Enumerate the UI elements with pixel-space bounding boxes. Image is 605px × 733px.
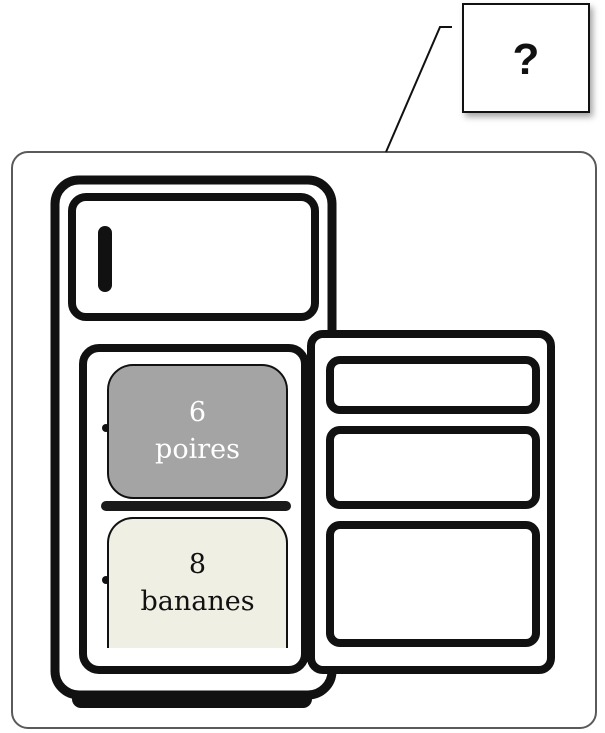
bananas-label: bananes — [140, 585, 255, 617]
bananas-bin: 8 bananes — [107, 517, 288, 648]
freezer-handle — [98, 226, 112, 292]
door-shelf-bottom — [326, 521, 540, 647]
door-shelf-top — [326, 356, 540, 414]
pears-quantity: 6 — [188, 397, 207, 429]
question-mark: ? — [512, 35, 540, 84]
callout-leader-line — [385, 26, 452, 153]
fridge-shelf — [101, 501, 291, 511]
pears-label: poires — [155, 433, 240, 465]
bananas-quantity: 8 — [188, 549, 207, 581]
outer-frame — [11, 151, 597, 729]
question-callout: ? — [462, 3, 590, 113]
pears-bin: 6 poires — [107, 364, 288, 499]
freezer-door — [68, 193, 319, 321]
door-shelf-middle — [326, 426, 540, 509]
